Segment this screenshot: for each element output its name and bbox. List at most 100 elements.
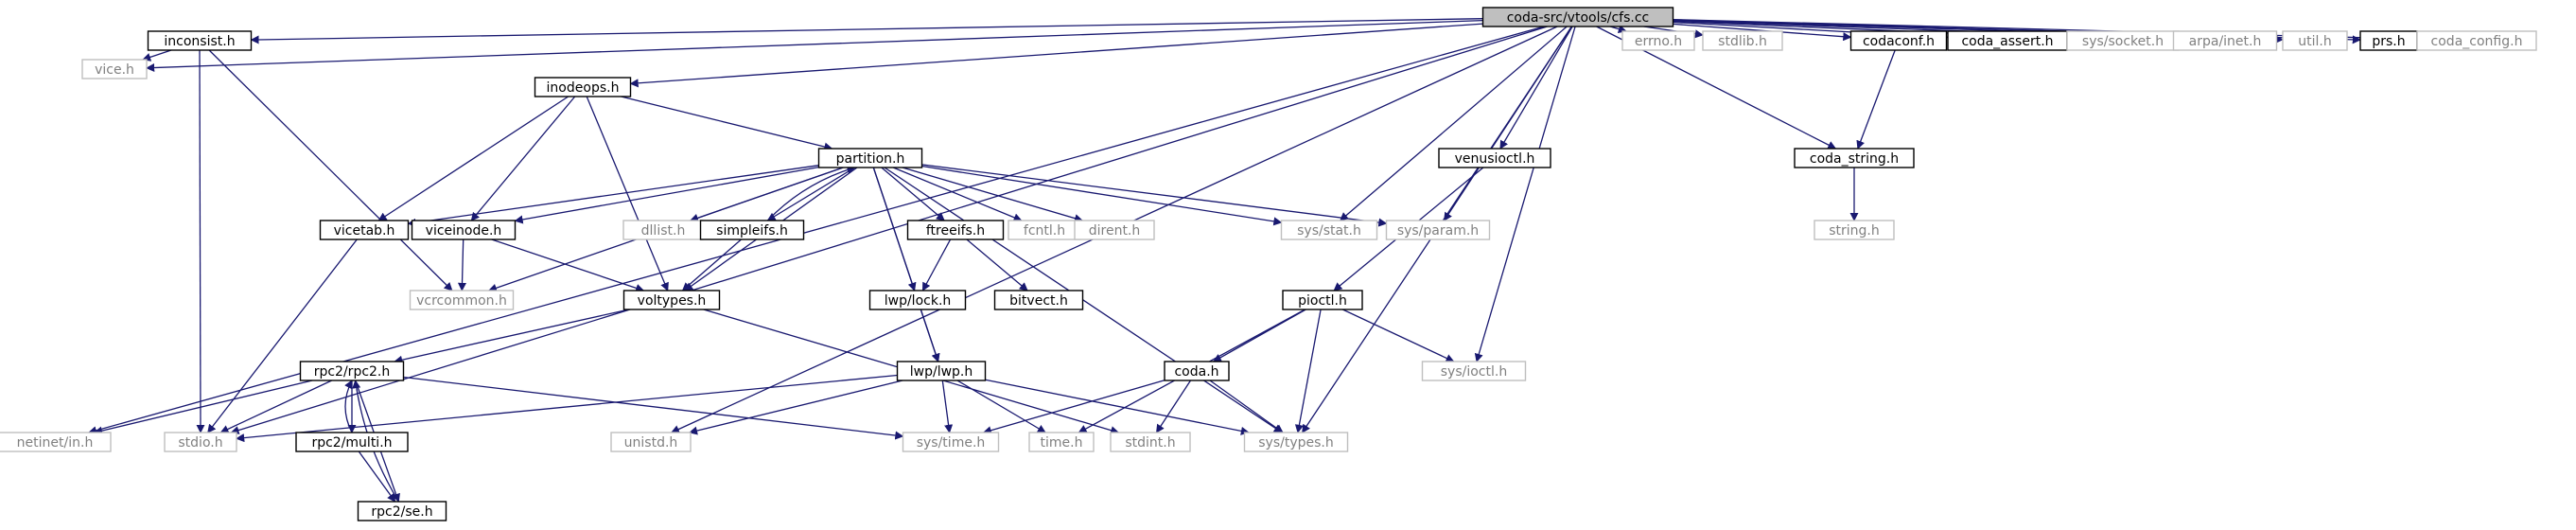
- node-label: lwp/lwp.h: [910, 364, 973, 380]
- node-ftreeifs[interactable]: ftreeifs.h: [906, 220, 1005, 240]
- node-label: vice.h: [95, 62, 134, 78]
- edge-arrow: [586, 96, 669, 292]
- node-box: [409, 290, 515, 310]
- node-vicetab[interactable]: vicetab.h: [319, 220, 410, 240]
- node-rpc2[interactable]: rpc2/rpc2.h: [299, 361, 405, 381]
- node-label: vicetab.h: [334, 223, 395, 238]
- node-coda_assert[interactable]: coda_assert.h: [1947, 30, 2068, 51]
- node-label: fcntl.h: [1024, 223, 1065, 238]
- node-label: stdint.h: [1125, 435, 1175, 450]
- node-box: [357, 501, 447, 521]
- node-codaconf[interactable]: codaconf.h: [1849, 30, 1948, 51]
- node-partition[interactable]: partition.h: [817, 148, 923, 168]
- node-venusioctl[interactable]: venusioctl.h: [1438, 148, 1551, 168]
- edge-arrow: [629, 23, 1483, 88]
- edge-arrow: [407, 165, 819, 227]
- node-stdio: stdio.h: [164, 432, 237, 452]
- node-rpc2se[interactable]: rpc2/se.h: [357, 501, 447, 521]
- node-label: arpa/inet.h: [2189, 34, 2262, 49]
- edge-arrow: [219, 380, 332, 433]
- edge-arrow: [344, 380, 353, 433]
- edge-coda-to-systime: [982, 380, 1165, 435]
- node-box: [164, 432, 237, 452]
- edge-arrow: [146, 19, 1483, 73]
- node-inodeops[interactable]: inodeops.h: [534, 77, 632, 97]
- node-prs[interactable]: prs.h: [2359, 30, 2418, 51]
- edge-cfs-to-venusioctl: [1499, 26, 1573, 150]
- node-label: coda-src/vtools/cfs.cc: [1507, 10, 1650, 26]
- node-box: [868, 290, 967, 310]
- node-sysioctl: sys/ioctl.h: [1421, 361, 1527, 381]
- node-label: dirent.h: [1089, 223, 1141, 238]
- node-label: time.h: [1041, 435, 1083, 450]
- node-lwplock[interactable]: lwp/lock.h: [868, 290, 967, 310]
- edge-arrow: [230, 26, 1548, 434]
- node-label: coda_config.h: [2431, 34, 2523, 49]
- node-cfs[interactable]: coda-src/vtools/cfs.cc: [1481, 7, 1674, 27]
- node-label: inodeops.h: [547, 80, 620, 96]
- edge-arrow: [457, 238, 467, 292]
- edge-arrow: [966, 238, 1028, 292]
- edge-arrow: [358, 450, 396, 503]
- node-util: util.h: [2282, 30, 2348, 51]
- node-box: [299, 361, 405, 381]
- node-sysstat: sys/stat.h: [1280, 220, 1378, 240]
- node-box: [1849, 30, 1948, 51]
- node-box: [993, 290, 1084, 310]
- edge-arrow: [491, 238, 645, 292]
- node-coda[interactable]: coda.h: [1164, 361, 1230, 381]
- node-stdlib: stdlib.h: [1702, 30, 1783, 51]
- node-box: [1243, 432, 1349, 452]
- node-label: errno.h: [1635, 34, 1682, 49]
- node-label: vcrcommon.h: [416, 293, 507, 309]
- node-layer: coda-src/vtools/cfs.cc inconsist.h inodeop…: [0, 7, 2537, 521]
- node-box: [1814, 220, 1895, 240]
- node-voltypes[interactable]: voltypes.h: [622, 290, 721, 310]
- node-box: [1481, 7, 1674, 27]
- node-systypes: sys/types.h: [1243, 432, 1349, 452]
- edge-arrow: [207, 238, 358, 433]
- node-box: [411, 220, 517, 240]
- node-bitvect[interactable]: bitvect.h: [993, 290, 1084, 310]
- edge-partition-to-dirent: [902, 167, 1083, 223]
- edge-viceinode-to-voltypes: [491, 238, 645, 292]
- edge-lwp-to-time: [956, 380, 1046, 433]
- node-box: [1794, 148, 1915, 168]
- edge-arrow: [1155, 380, 1192, 433]
- edge-inconsist-to-vcrcommon: [208, 49, 453, 292]
- edge-arrow: [250, 18, 1483, 44]
- node-sysparam: sys/param.h: [1385, 220, 1491, 240]
- edge-partition-to-fcntl: [892, 167, 1023, 222]
- edge-cfs-to-inconsist: [250, 18, 1483, 44]
- node-unistd: unistd.h: [610, 432, 692, 452]
- node-box: [1702, 30, 1783, 51]
- node-label: unistd.h: [624, 435, 678, 450]
- node-rpc2multi[interactable]: rpc2/multi.h: [295, 432, 409, 452]
- node-coda_string[interactable]: coda_string.h: [1794, 148, 1915, 168]
- edge-cfs-to-inodeops: [629, 23, 1483, 88]
- edge-inodeops-to-partition: [621, 96, 833, 151]
- node-label: coda_string.h: [1810, 151, 1899, 167]
- node-box: [1438, 148, 1551, 168]
- node-box: [1110, 432, 1191, 452]
- edge-arrow: [514, 166, 819, 224]
- node-pioctl[interactable]: pioctl.h: [1282, 290, 1363, 310]
- edge-inodeops-to-vicetab: [377, 96, 570, 221]
- node-lwp[interactable]: lwp/lwp.h: [896, 361, 987, 381]
- node-box: [1280, 220, 1378, 240]
- edge-arrow: [941, 380, 954, 433]
- edge-coda-to-systypes: [1209, 380, 1284, 433]
- node-viceinode[interactable]: viceinode.h: [411, 220, 517, 240]
- node-arpainet: arpa/inet.h: [2172, 30, 2278, 51]
- edge-arrow: [892, 167, 1023, 222]
- node-box: [1074, 220, 1155, 240]
- edge-inodeops-to-voltypes: [586, 96, 669, 292]
- node-dllist: dllist.h: [622, 220, 704, 240]
- node-box: [610, 432, 692, 452]
- edge-ftreeifs-to-bitvect: [966, 238, 1028, 292]
- node-vcrcommon: vcrcommon.h: [409, 290, 515, 310]
- node-simpleifs[interactable]: simpleifs.h: [699, 220, 805, 240]
- node-inconsist[interactable]: inconsist.h: [147, 30, 253, 51]
- edge-arrow: [921, 238, 952, 292]
